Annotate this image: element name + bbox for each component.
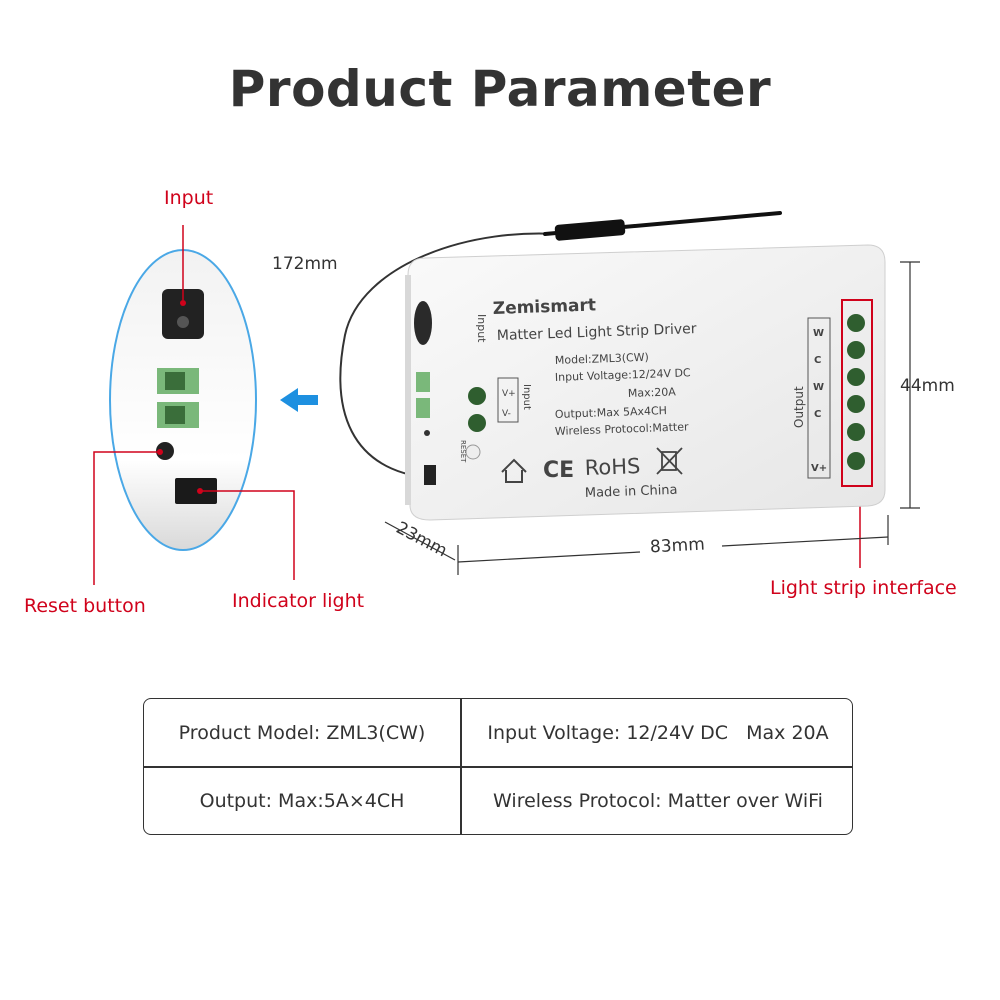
output-terminal-block <box>807 299 873 487</box>
indicator-window <box>175 478 217 504</box>
output-terminal-4: C <box>814 409 821 420</box>
spec-table: Product Model: ZML3(CW) Input Voltage: 1… <box>143 698 853 835</box>
dimension-lines <box>384 261 920 575</box>
controller-box <box>405 244 886 521</box>
rohs-mark: RoHS <box>584 454 640 480</box>
reset-hole <box>156 442 174 460</box>
callout-reset-button: Reset button <box>24 595 146 617</box>
brand-logo: Zemismart <box>492 295 596 319</box>
input-terminal-top <box>157 368 199 394</box>
wireless-text: Wireless Protocol:Matter <box>555 420 690 438</box>
dim-length: 83mm <box>649 534 706 558</box>
model-text: Model:ZML3(CW) <box>555 351 649 367</box>
input-terminal-v-minus: V- <box>502 409 511 419</box>
output-terminal-3: W <box>813 382 824 393</box>
input-terminal-bottom <box>157 402 199 428</box>
output-label: Output <box>792 386 806 428</box>
dim-cable-length: 172mm <box>272 254 338 274</box>
reset-label: RESET <box>459 440 467 463</box>
spec-input-voltage: Input Voltage: 12/24V DC Max 20A <box>487 722 829 744</box>
output-terminal-1: W <box>813 328 824 339</box>
spec-wireless-protocol: Wireless Protocol: Matter over WiFi <box>493 790 823 812</box>
product-name: Matter Led Light Strip Driver <box>497 321 697 344</box>
spec-product-model: Product Model: ZML3(CW) <box>178 722 426 744</box>
output-terminal-2: C <box>814 355 821 366</box>
side-input-label: Input <box>475 314 488 343</box>
output-terminal-6: V+ <box>811 463 827 474</box>
dim-height: 44mm <box>900 376 955 396</box>
input-label: Input <box>521 384 532 410</box>
spec-output: Output: Max:5A×4CH <box>199 790 405 812</box>
callout-input: Input <box>164 187 214 209</box>
house-icon <box>501 458 527 483</box>
callout-indicator-light: Indicator light <box>232 590 365 612</box>
dc-input-jack <box>162 289 204 339</box>
cable <box>339 232 571 479</box>
input-voltage-text: Input Voltage:12/24V DC <box>555 366 692 384</box>
max-current-text: Max:20A <box>628 385 677 400</box>
side-view <box>109 249 257 551</box>
input-terminal-v-plus: V+ <box>502 389 516 399</box>
page-title: Product Parameter <box>228 60 772 118</box>
ce-mark: CE <box>543 458 574 483</box>
weee-bin-icon <box>656 447 683 475</box>
product-illustration: Zemismart Matter Led Light Strip Driver … <box>93 211 920 585</box>
made-in-text: Made in China <box>585 483 678 501</box>
output-text: Output:Max 5Ax4CH <box>555 404 668 421</box>
callout-light-strip-interface: Light strip interface <box>770 577 957 599</box>
arrow-left-icon <box>280 388 318 412</box>
